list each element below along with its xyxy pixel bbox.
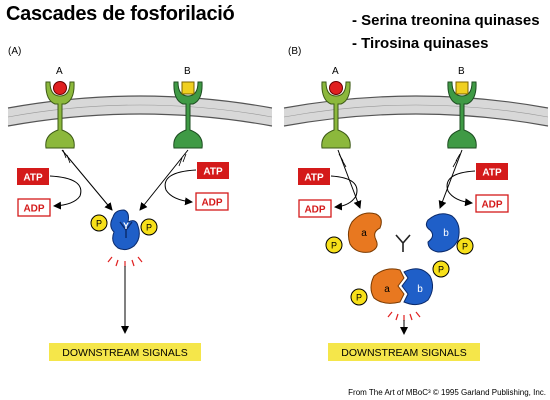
panel-a-kinase-y: Y P P xyxy=(90,209,158,267)
panel-a-atp-adp-left: ATP ADP xyxy=(17,168,82,217)
panel-b-atp-right-box xyxy=(476,163,508,180)
panel-b-downstream-signals: DOWNSTREAM SIGNALS xyxy=(328,343,480,361)
panel-b-complex-phosphate-right-label: P xyxy=(438,265,444,275)
panel-a-phosphate-right-label: P xyxy=(146,223,152,233)
panel-b-receptor-a-label: A xyxy=(332,66,339,77)
panel-b-adp-left-box xyxy=(298,199,332,218)
panel-b-kinase-b-label: b xyxy=(443,228,449,239)
panel-b-adp-right-box xyxy=(475,194,509,213)
panel-b-receptor-b-label: B xyxy=(458,66,465,77)
panel-b-arrow-from-b xyxy=(438,149,463,209)
panel-a-receptor-b-label: B xyxy=(184,66,191,77)
panel-b-complex-phosphate-left xyxy=(350,288,368,306)
page-title: Cascades de fosforilació xyxy=(6,3,235,25)
panel-b-atp-conversion-arrow-left xyxy=(330,175,358,211)
panel-a-downstream-signals: DOWNSTREAM SIGNALS xyxy=(49,343,201,361)
panel-b: (B) A B xyxy=(283,46,549,361)
panel-a-atp-right-label: ATP xyxy=(203,167,223,178)
panel-a-receptor-b: B xyxy=(173,66,203,149)
panel-a-kinase-y-label: Y xyxy=(123,221,129,231)
panel-b-dimer-connector xyxy=(395,234,411,252)
panel-b-kinase-complex: a b P P xyxy=(350,260,450,321)
panel-a-atp-left-label: ATP xyxy=(23,173,43,184)
panel-b-signal-arrows xyxy=(337,149,463,209)
panel-b-label: (B) xyxy=(288,46,301,57)
panel-b-complex-b-label: b xyxy=(417,284,423,295)
panel-b-complex-kinase-a xyxy=(370,268,405,304)
panel-b-complex-phosphate-left-label: P xyxy=(356,293,362,303)
panel-b-kinase-a-label: a xyxy=(361,228,367,239)
panel-a-adp-left-label: ADP xyxy=(23,204,44,215)
panel-b-atp-left-box xyxy=(298,168,330,185)
panel-a-atp-left-box xyxy=(17,168,49,185)
panel-b-cell-membrane xyxy=(283,95,549,127)
panel-a-arrow-from-b xyxy=(139,149,189,211)
panel-b-atp-adp-right: ATP ADP xyxy=(446,163,509,213)
panel-b-complex-a-label: a xyxy=(384,284,390,295)
panel-b-ligand-b xyxy=(455,81,469,95)
panel-a-receptor-a: A xyxy=(45,66,75,149)
panel-b-activation-rays xyxy=(387,311,421,321)
panel-a-arrow-from-a xyxy=(61,149,113,211)
panel-a-signal-arrows xyxy=(61,149,189,211)
panel-a-activation-rays xyxy=(107,256,143,267)
panel-b-arrow-from-a xyxy=(337,149,362,209)
panel-a-adp-right-box xyxy=(195,192,229,211)
panel-a-atp-conversion-arrow-right xyxy=(164,169,197,206)
panel-a-ligand-a xyxy=(53,81,67,95)
panel-b-ligand-a xyxy=(329,81,343,95)
panel-b-phosphate-a-label: P xyxy=(331,241,337,251)
panel-b-receptor-a: A xyxy=(321,66,351,149)
panel-b-atp-conversion-arrow-right xyxy=(446,170,476,207)
panel-b-kinase-b: b P xyxy=(425,213,474,255)
panel-b-atp-adp-left: ATP ADP xyxy=(298,168,358,218)
panel-b-atp-right-label: ATP xyxy=(482,168,502,179)
panel-b-adp-left-label: ADP xyxy=(304,205,325,216)
panel-a-atp-conversion-arrow-left xyxy=(49,175,82,210)
panel-a-adp-right-label: ADP xyxy=(201,198,222,209)
panel-a: (A) A B xyxy=(7,46,273,361)
copyright-credit: From The Art of MBoC³ © 1995 Garland Pub… xyxy=(348,388,546,397)
panel-a-receptor-a-label: A xyxy=(56,66,63,77)
panel-a-cell-membrane xyxy=(7,95,273,127)
panel-b-atp-left-label: ATP xyxy=(304,173,324,184)
panel-b-adp-right-label: ADP xyxy=(481,200,502,211)
panel-a-phosphate-right xyxy=(140,218,158,236)
bullet-tyrosine-kinases: - Tirosina quinases xyxy=(352,35,489,52)
panel-b-kinase-a: a P xyxy=(325,212,382,254)
panel-a-phosphate-left xyxy=(90,214,108,232)
panel-b-receptor-b: B xyxy=(447,66,477,149)
panel-b-complex-phosphate-right xyxy=(432,260,450,278)
panel-a-atp-right-box xyxy=(197,162,229,179)
panel-a-downstream-signals-box xyxy=(49,343,201,361)
panel-a-ligand-b xyxy=(181,81,195,95)
panel-b-complex-kinase-b xyxy=(401,268,434,306)
panel-a-adp-left-box xyxy=(17,198,51,217)
bullet-serine-threonine-kinases: - Serina treonina quinases xyxy=(352,12,540,29)
panel-b-phosphate-b xyxy=(456,237,474,255)
panel-a-downstream-signals-label: DOWNSTREAM SIGNALS xyxy=(62,347,187,359)
panel-a-phosphate-left-label: P xyxy=(96,219,102,229)
panel-a-label: (A) xyxy=(8,46,21,57)
panel-b-phosphate-b-label: P xyxy=(462,242,468,252)
panel-b-phosphate-a xyxy=(325,236,343,254)
panel-b-downstream-signals-box xyxy=(328,343,480,361)
panel-b-downstream-signals-label: DOWNSTREAM SIGNALS xyxy=(341,347,466,359)
panel-a-atp-adp-right: ATP ADP xyxy=(164,162,229,211)
